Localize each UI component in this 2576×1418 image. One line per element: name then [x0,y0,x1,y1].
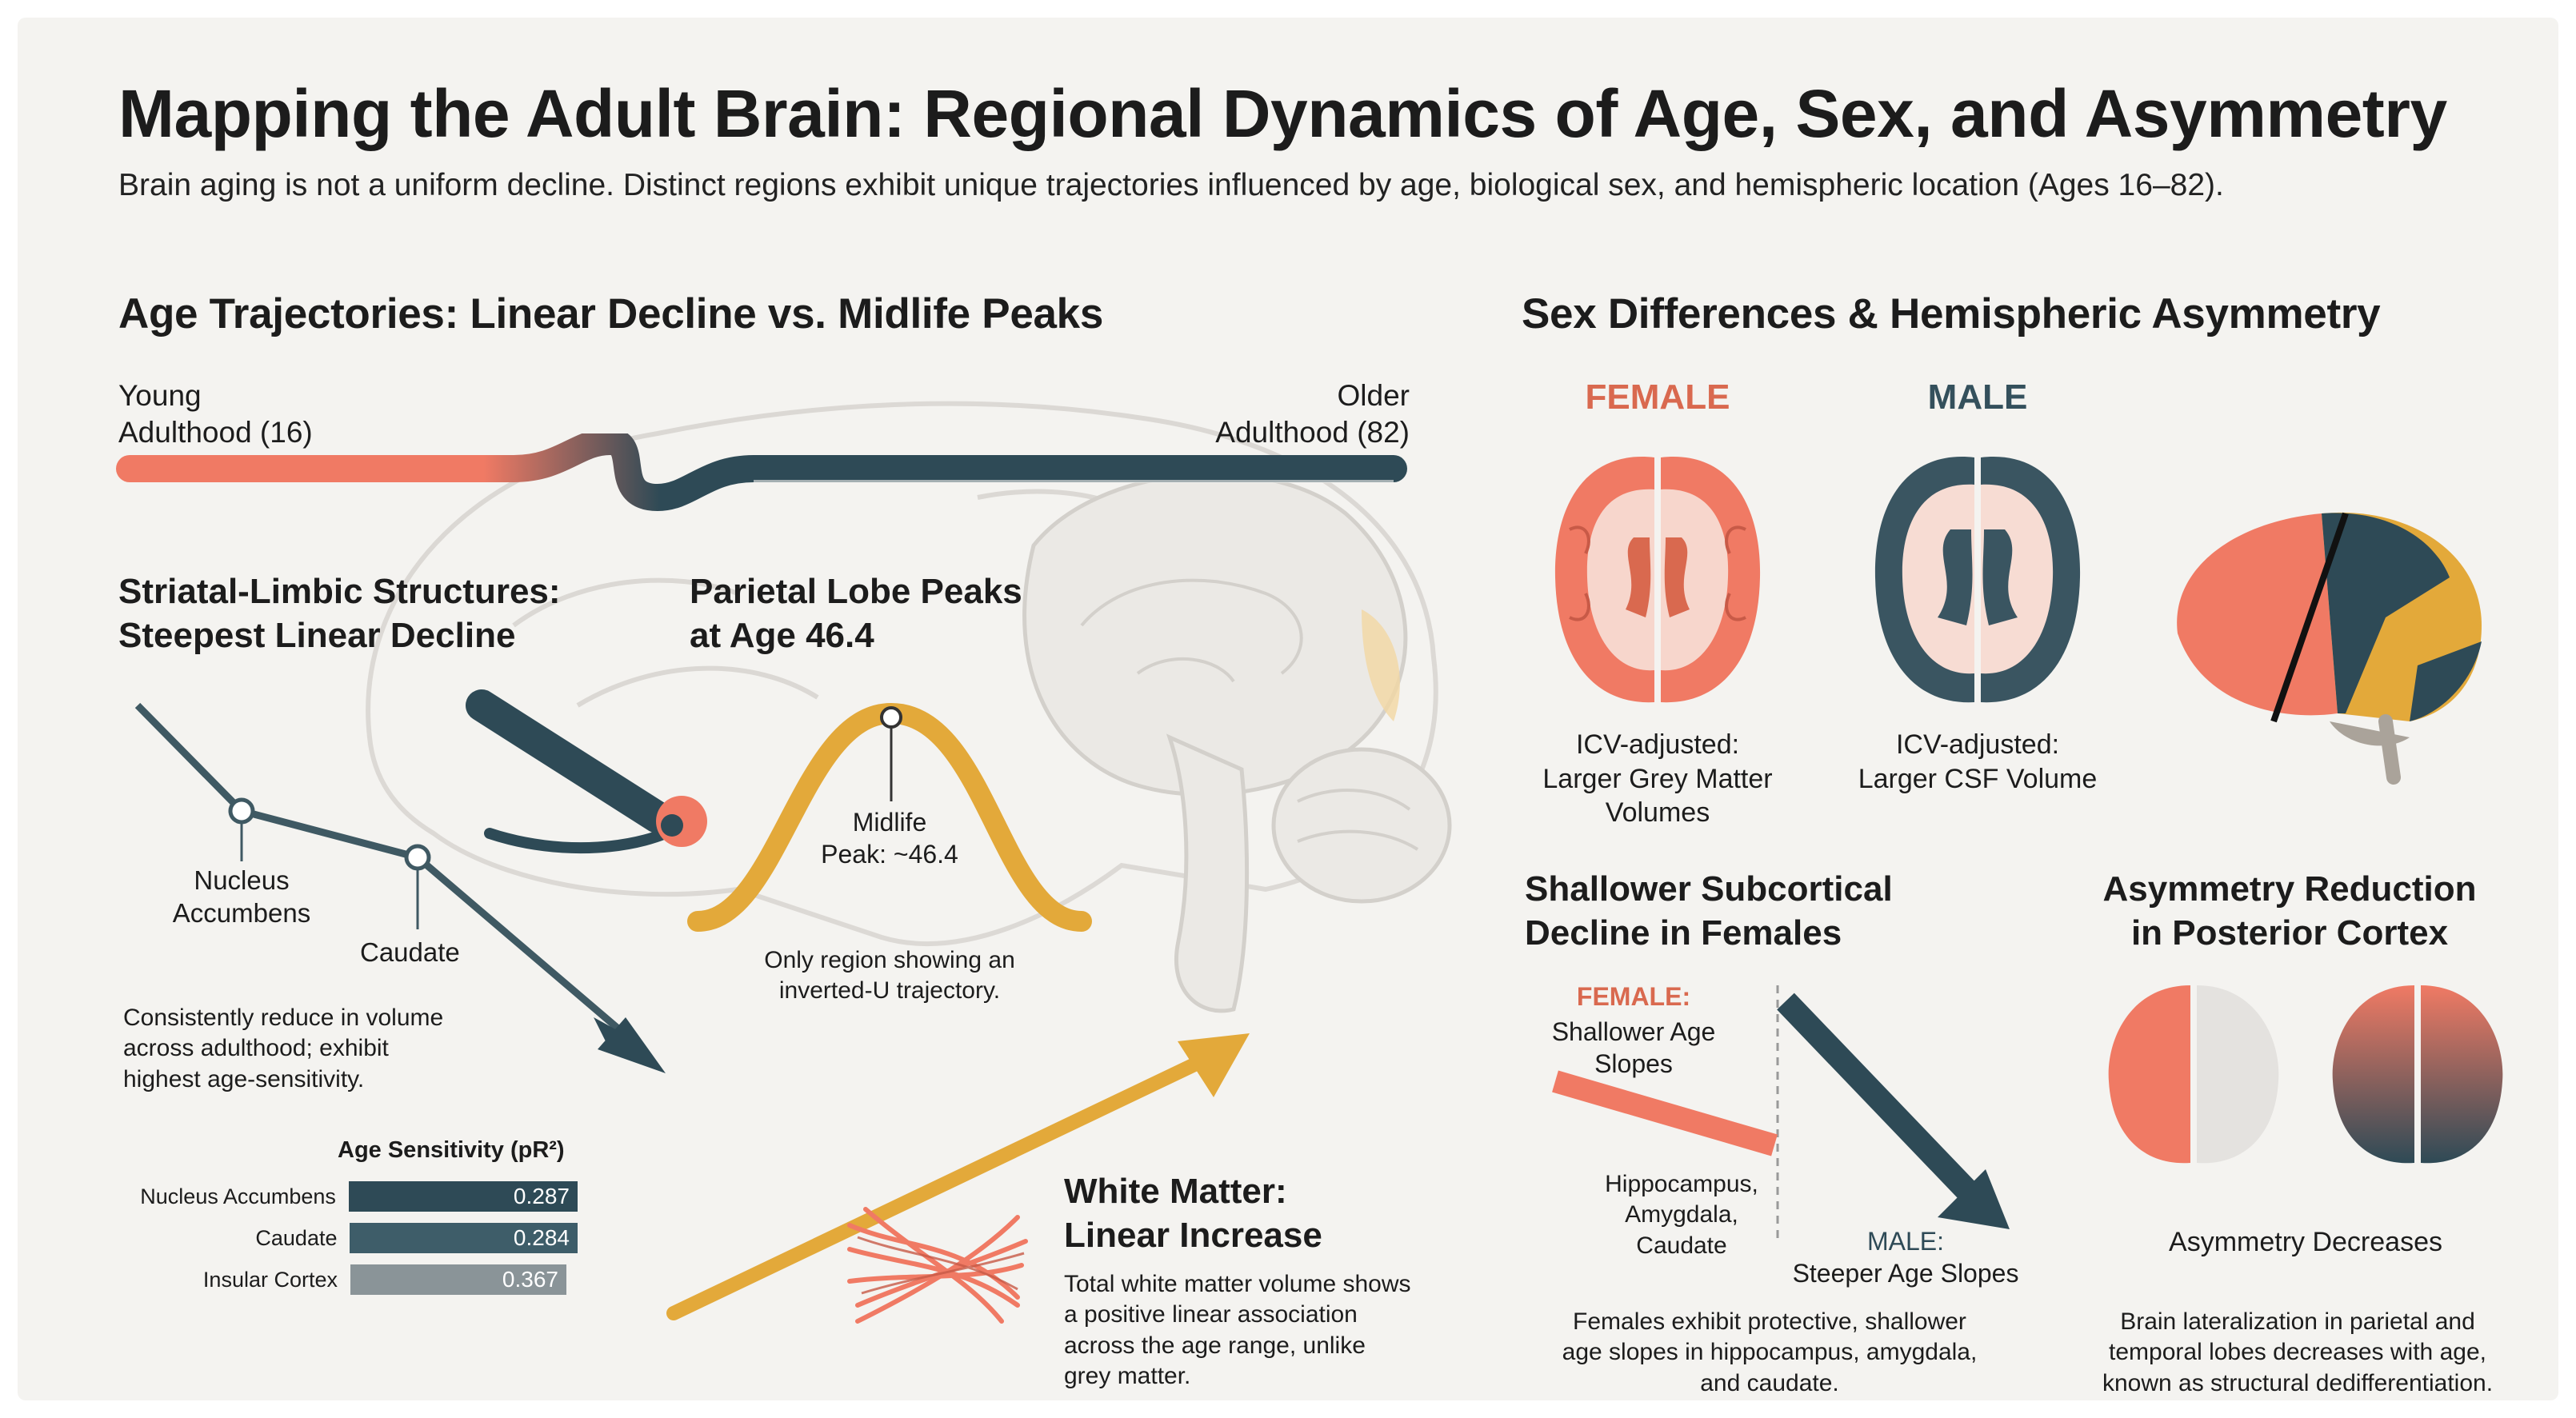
sensitivity-row: Caudate 0.284 [98,1223,578,1253]
white-matter-arrow [666,1033,1250,1320]
subcortical-slopes-chart [1552,985,2010,1241]
parietal-heading: Parietal Lobe Peaks at Age 46.4 [690,572,1022,655]
asymmetry-heading: Asymmetry Reduction in Posterior Cortex [2102,869,2477,953]
male-caption: ICV-adjusted: Larger CSF Volume [1858,729,2098,794]
age-trajectories-heading: Age Trajectories: Linear Decline vs. Mid… [118,290,1104,338]
timeline-end-label: Older Adulthood (82) [1215,379,1410,449]
parietal-note: Only region showing an inverted-U trajec… [764,947,1015,1005]
male-label: MALE [1927,377,2028,417]
sensitivity-bar: 0.367 [350,1264,566,1295]
sex-differences-heading: Sex Differences & Hemispheric Asymmetry [1522,290,2381,338]
white-matter-note: Total white matter volume shows a positi… [1064,1271,1411,1390]
white-matter-heading: White Matter: Linear Increase [1064,1172,1322,1255]
subcortical-regions: Hippocampus, Amygdala, Caudate [1605,1171,1758,1259]
female-brain-icon [1554,457,1761,703]
sensitivity-row-label: Insular Cortex [202,1267,338,1292]
asymmetry-brains-icon [2108,985,2503,1164]
subcortical-female-label: FEMALE: [1576,982,1691,1011]
lateral-brain-lobes-icon [2177,512,2482,785]
asymmetry-note: Brain lateralization in parietal and tem… [2102,1308,2494,1396]
sensitivity-row: Insular Cortex 0.367 [98,1264,578,1295]
caudate-label: Caudate [360,937,460,967]
subcortical-male-label: MALE: [1866,1227,1945,1256]
infographic-card: Mapping the Adult Brain: Regional Dynami… [18,18,2558,1400]
age-timeline-bar [116,433,1407,512]
sensitivity-bar: 0.284 [350,1223,578,1253]
sensitivity-bar: 0.287 [348,1181,578,1212]
female-label: FEMALE [1585,377,1730,417]
caudate-marker [404,844,431,871]
subcortical-female-text: Shallower Age Slopes [1551,1017,1716,1078]
subcortical-male-text: Steeper Age Slopes [1792,1259,2019,1288]
female-caption: ICV-adjusted: Larger Grey Matter Volumes [1542,729,1773,828]
sensitivity-row-label: Caudate [255,1225,338,1250]
nucleus-accumbens-marker [228,797,255,825]
white-matter-fibers-icon [847,1207,1028,1324]
subcortical-heading: Shallower Subcortical Decline in Females [1525,869,1893,953]
page-subtitle: Brain aging is not a uniform decline. Di… [118,168,2224,202]
nucleus-accumbens-label: Nucleus Accumbens [172,865,311,929]
asymmetry-label: Asymmetry Decreases [2169,1227,2442,1257]
sensitivity-row-label: Nucleus Accumbens [140,1184,336,1208]
striatum-highlight [466,689,707,854]
striatal-decline-line [134,702,666,1073]
sensitivity-row: Nucleus Accumbens 0.287 [98,1181,578,1212]
brain-background-illustration [366,401,1452,1013]
male-brain-icon [1874,457,2081,703]
parietal-peak-label: Midlife Peak: ~46.4 [821,808,958,869]
timeline-start-label: Young Adulthood (16) [118,379,313,449]
page-title: Mapping the Adult Brain: Regional Dynami… [118,76,2447,151]
subcortical-note: Females exhibit protective, shallower ag… [1562,1308,1978,1396]
sensitivity-title: Age Sensitivity (pR²) [338,1137,565,1163]
parietal-inverted-u-curve [687,702,1092,932]
striatal-note: Consistently reduce in volume across adu… [123,1005,444,1092]
striatal-heading: Striatal-Limbic Structures: Steepest Lin… [118,572,561,655]
parietal-peak-marker [880,706,902,729]
